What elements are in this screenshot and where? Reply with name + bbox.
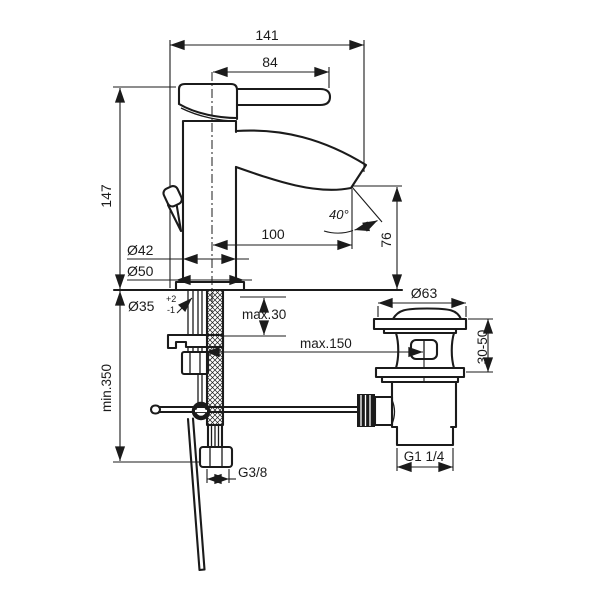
handle-cap [177,82,239,121]
dim-supply-thread-g38: G3/8 [206,465,267,485]
dim-label-max30: max.30 [242,307,286,322]
side-knob [162,185,183,233]
dim-label-dia35: Ø35 [128,298,155,314]
dim-label-max150: max.150 [300,336,352,351]
dim-rod-max150: max.150 [205,336,423,358]
ext-lines-141 [169,40,365,288]
waste-tailpiece [395,425,455,447]
lever-handle [235,87,332,107]
dim-base-dia-50: Ø50 [127,263,252,286]
dim-label-dia35-plus: +2 [166,294,176,304]
dim-outlet-height-76: 76 [378,187,403,289]
dim-label-g38: G3/8 [238,465,267,480]
dim-label-100: 100 [261,226,285,242]
waste-lower-flange [374,366,466,379]
pull-rod-lower [186,417,206,572]
under-deck-assembly [149,288,359,572]
dim-label-dia50: Ø50 [127,263,154,279]
pop-up-rod [197,374,203,406]
horizontal-linkage-rod [149,404,359,415]
dim-body-height-147: 147 [98,86,176,289]
dim-total-width-141: 141 [170,27,364,51]
dim-deck-max30: max.30 [220,296,286,337]
dim-waste-thread-g114: G1 1/4 [396,448,454,473]
dim-hole-dia-35: Ø35 +2 -1 [128,294,193,315]
dim-label-dia42: Ø42 [127,242,154,258]
dim-label-g114: G1 1/4 [404,449,445,464]
dim-label-76: 76 [378,232,394,248]
rod-pivot [191,401,211,421]
mounting-stud [187,290,203,352]
supply-hose [198,288,234,469]
dim-waste-range-30-50: 30-50 [466,318,494,373]
hose-braid [207,290,223,425]
waste-top-flange [372,317,468,331]
plug-dome [391,307,463,321]
faucet-body [181,119,238,284]
dim-label-141: 141 [255,27,279,43]
dim-hose-length-min350: min.350 [99,291,199,463]
dim-spout-angle-40: 40° [323,185,402,234]
rod-connector-sleeve [373,395,394,427]
dim-label-dia63: Ø63 [411,285,438,301]
hose-nut [198,445,234,469]
dim-label-min350: min.350 [99,364,114,412]
dim-label-dia35-minus: -1 [167,305,175,315]
dim-label-147: 147 [98,184,114,208]
waste-lower-body [390,380,458,429]
dim-spout-reach-100: 100 [213,189,353,251]
spout [234,129,368,191]
mounting-nut [180,350,210,376]
dim-handle-width-84: 84 [213,54,330,88]
base-flange [174,280,246,292]
dim-body-dia-42: Ø42 [127,242,249,265]
dim-label-84: 84 [262,54,278,70]
dim-label-30-50: 30-50 [475,330,490,365]
waste-assembly [357,307,468,447]
dim-label-40deg: 40° [329,207,349,222]
dim-waste-flange-dia-63: Ø63 [377,285,467,317]
